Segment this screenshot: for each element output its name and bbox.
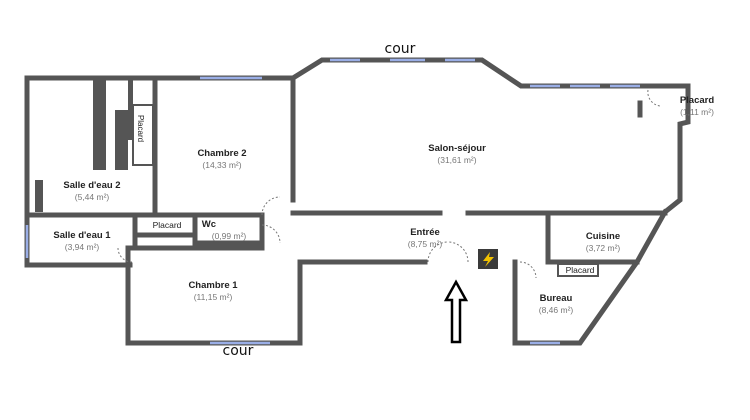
room-chambre2: Chambre 2 (14,33 m²) (197, 148, 246, 171)
windows (25, 58, 640, 345)
room-name: Bureau (539, 293, 573, 304)
room-name: Chambre 1 (188, 280, 238, 291)
fixture-2 (115, 110, 128, 170)
room-bureau: Bureau (8,46 m²) (539, 293, 573, 316)
room-area: (0,99 m²) (211, 231, 247, 241)
lightning-icon (483, 252, 494, 267)
placard-cuisine-box (557, 263, 599, 277)
room-name: Salle d'eau 2 (63, 180, 121, 191)
room-name: Salle d'eau 1 (53, 230, 111, 241)
room-cuisine: Cuisine (3,72 m²) (586, 231, 620, 254)
placard-vertical-label: Placard (136, 114, 146, 143)
placard-vertical (132, 104, 154, 166)
door-wc (261, 224, 281, 244)
placard-text: Placard (152, 220, 182, 230)
fixture-3 (128, 80, 133, 140)
door-chambre2 (261, 196, 281, 216)
room-name: Entrée (410, 227, 440, 238)
door-bureau (519, 261, 537, 279)
door-entree-right (447, 241, 469, 263)
room-name: Cuisine (585, 231, 621, 242)
room-name: Salon-séjour (428, 143, 486, 154)
room-chambre1: Chambre 1 (11,15 m²) (188, 280, 237, 303)
room-area: (1,11 m²) (680, 107, 714, 117)
label-cour-top: cour (384, 41, 416, 57)
room-name: Wc (201, 219, 217, 230)
room-name: Placard (679, 95, 715, 106)
wall-bottom-right (512, 208, 669, 346)
room-area: (8,46 m²) (538, 305, 574, 315)
room-salle-eau2: Salle d'eau 2 (5,44 m²) (63, 180, 120, 203)
placard-text: Placard (565, 265, 595, 275)
room-salle-eau1: Salle d'eau 1 (3,94 m²) (53, 230, 110, 253)
room-wc: Wc (0,99 m²) (202, 219, 247, 242)
electric-panel (478, 249, 498, 269)
placard-middle-label: Placard (153, 220, 182, 231)
up-arrow-icon (443, 279, 469, 344)
fixture-4 (35, 180, 43, 212)
room-area: (11,15 m²) (193, 292, 233, 302)
room-area: (3,94 m²) (64, 242, 100, 252)
room-placard-salon: Placard (1,11 m²) (680, 95, 714, 118)
walls (24, 57, 691, 346)
small-rects (132, 104, 599, 277)
room-area: (5,44 m²) (74, 192, 110, 202)
door-salle1 (117, 247, 133, 263)
door-placard-salon (647, 89, 661, 107)
door-entree-left (427, 241, 449, 263)
placard-cuisine-label: Placard (566, 265, 595, 276)
doors (117, 89, 661, 279)
label-cour-bottom: cour (222, 343, 254, 359)
fixture-1 (93, 80, 106, 170)
room-salon: Salon-séjour (31,61 m²) (428, 143, 486, 166)
room-area: (14,33 m²) (202, 160, 242, 170)
room-area: (31,61 m²) (437, 155, 477, 165)
salle-eau-fixtures (35, 80, 133, 212)
wall-top-left (24, 57, 691, 216)
room-area: (8,75 m²) (407, 239, 443, 249)
room-area: (3,72 m²) (585, 243, 621, 253)
room-entree: Entrée (8,75 m²) (408, 227, 442, 250)
room-name: Chambre 2 (197, 148, 247, 159)
